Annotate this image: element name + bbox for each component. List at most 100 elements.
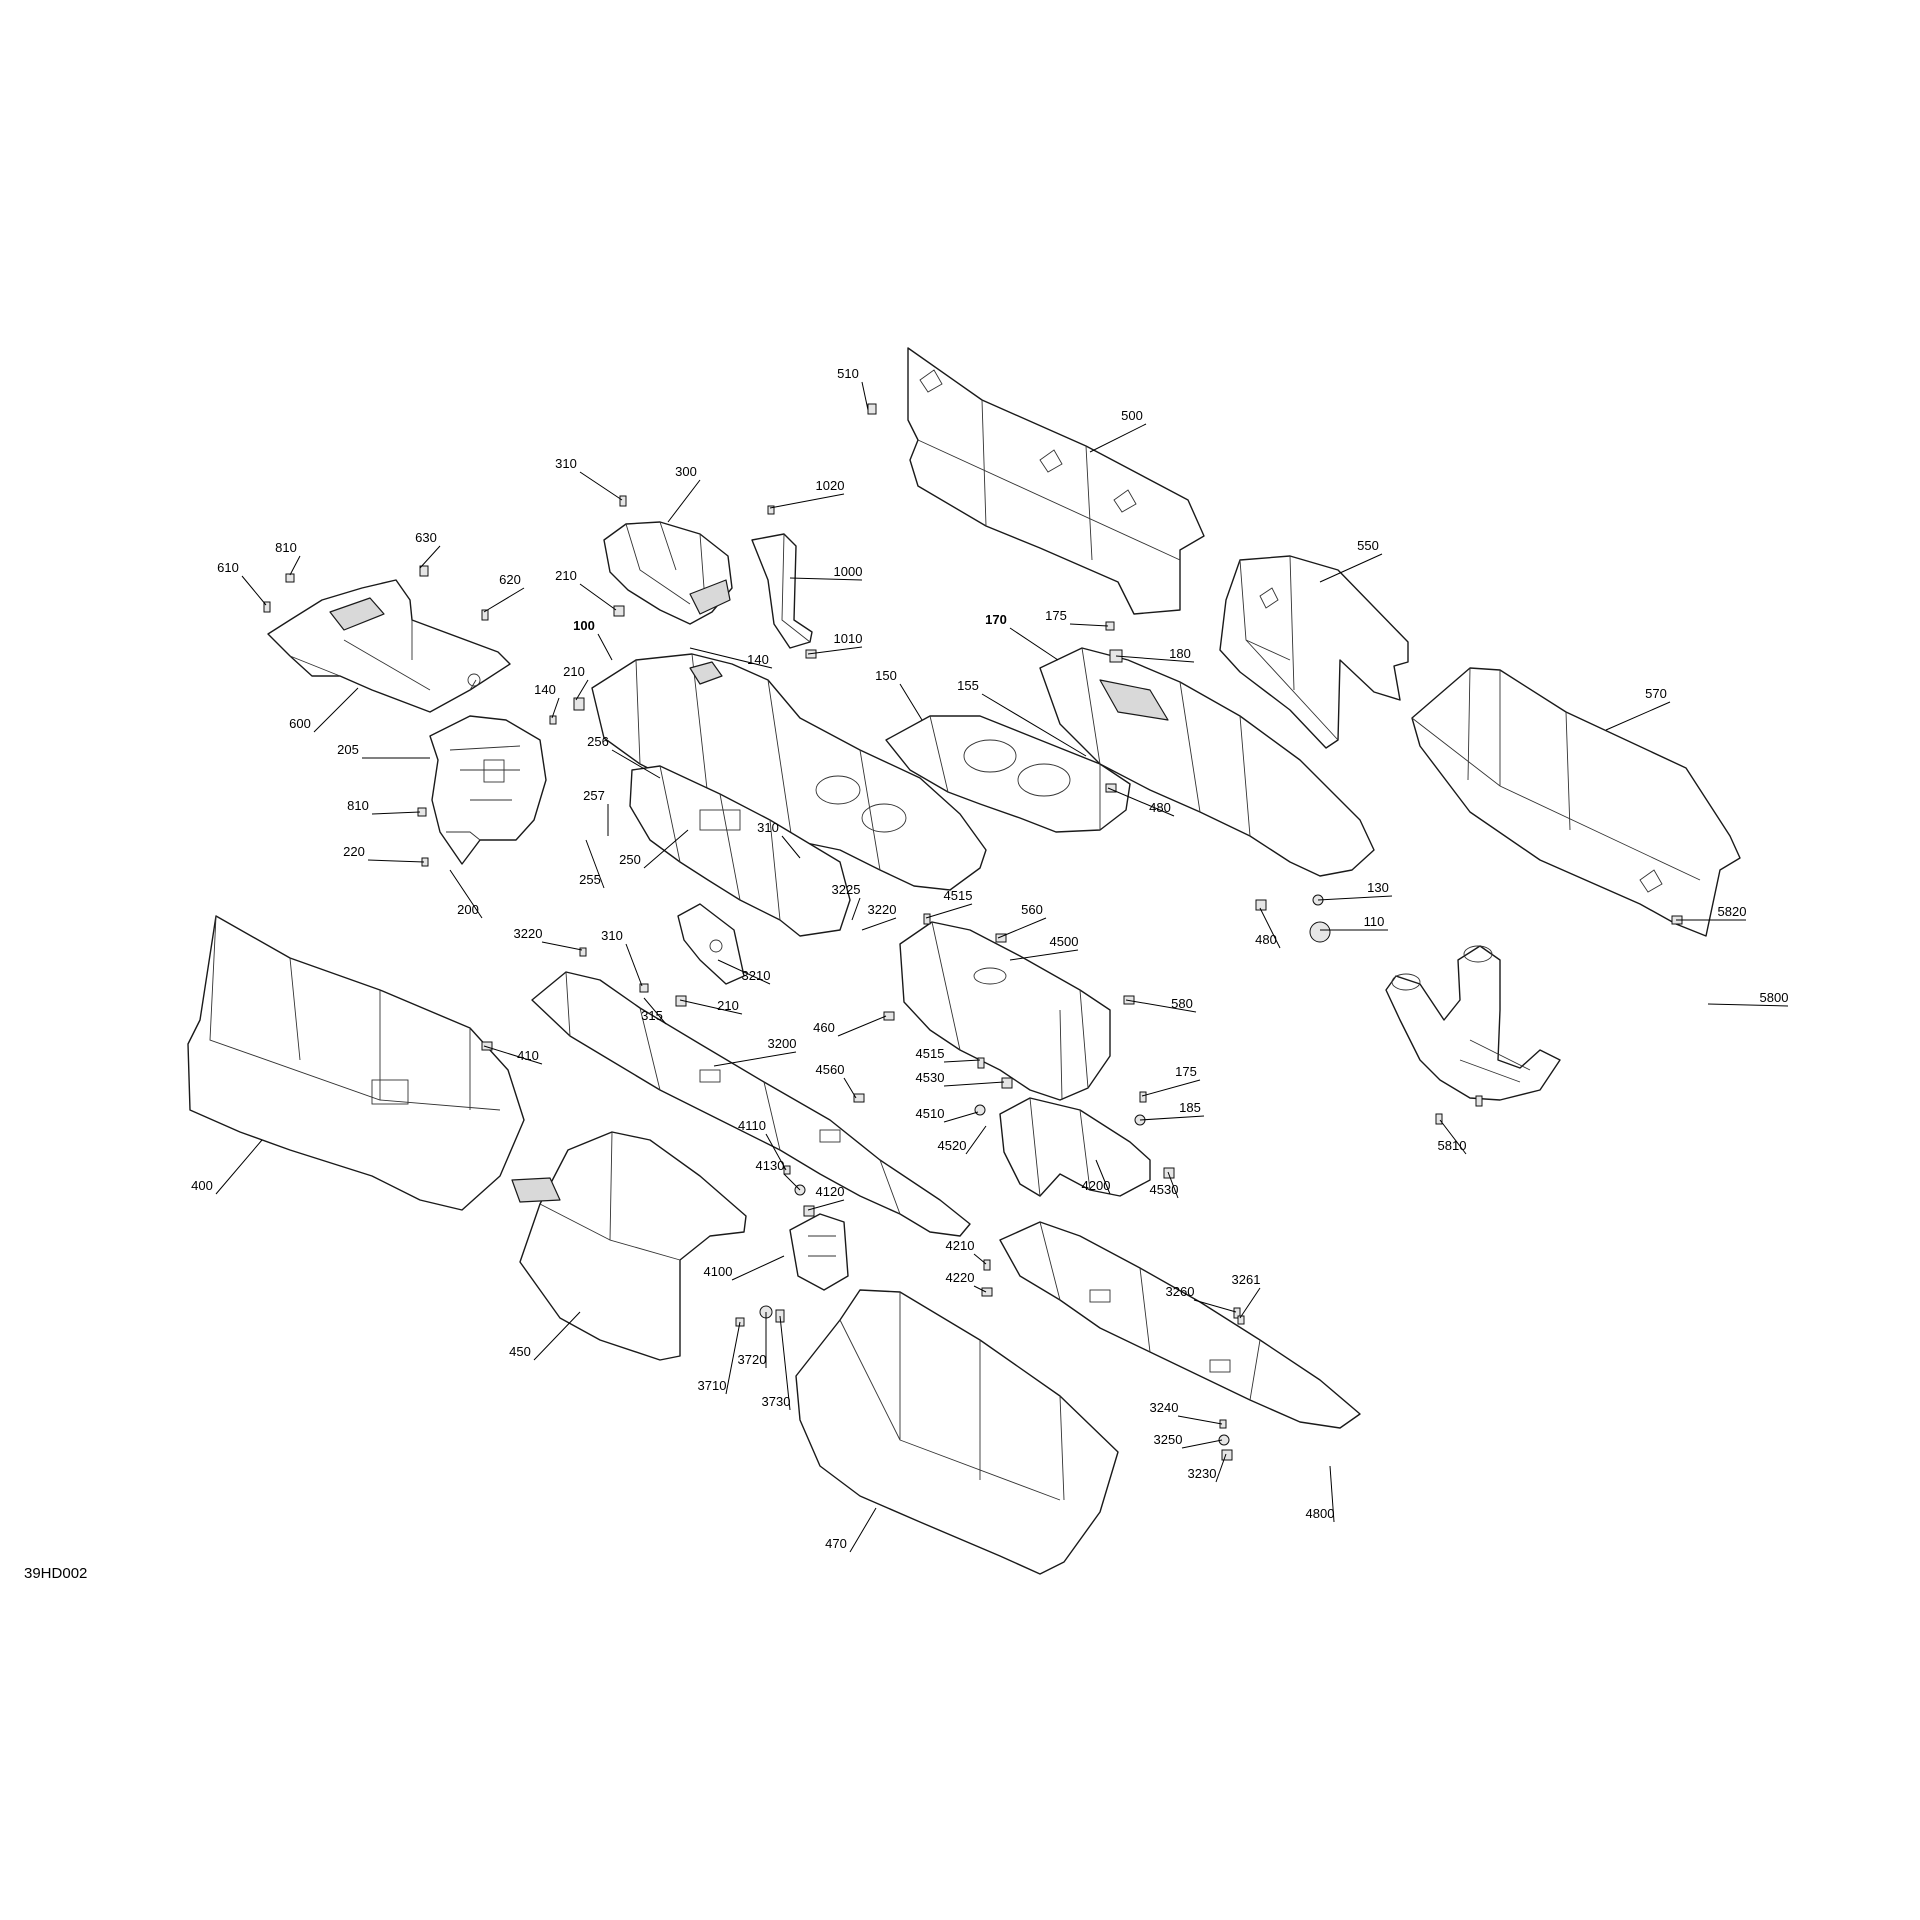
callout-4530: 4530 <box>1150 1171 1179 1199</box>
callout-1020: 1020 <box>769 478 844 509</box>
callout-label: 3225 <box>832 882 861 897</box>
callout-label: 140 <box>747 652 769 667</box>
callout-label: 480 <box>1149 800 1171 815</box>
callout-4515: 4515 <box>916 1046 981 1063</box>
leader-line <box>1215 1453 1227 1483</box>
callout-3710: 3710 <box>698 1321 741 1395</box>
callout-620: 620 <box>483 572 525 613</box>
callout-label: 4220 <box>946 1270 975 1285</box>
part-4100 <box>789 1213 849 1291</box>
callout-140: 140 <box>534 682 560 719</box>
callout-label: 410 <box>517 1048 539 1063</box>
leader-line <box>1181 1439 1223 1449</box>
bracket-200 <box>429 715 547 865</box>
callout-label: 310 <box>757 820 779 835</box>
panel-550 <box>1219 555 1409 749</box>
tray-600 <box>267 579 511 713</box>
callout-3730: 3730 <box>762 1315 791 1411</box>
callout-480: 480 <box>1107 787 1175 817</box>
callout-label: 205 <box>337 742 359 757</box>
callout-label: 4800 <box>1306 1506 1335 1521</box>
leader-line <box>1139 1115 1205 1121</box>
leader-line <box>419 545 441 569</box>
leader-line <box>367 859 425 863</box>
callout-label: 185 <box>1179 1100 1201 1115</box>
callout-4220: 4220 <box>946 1270 987 1293</box>
callout-label: 460 <box>813 1020 835 1035</box>
cupholder-150 <box>885 715 1131 833</box>
leader-line <box>1439 1119 1467 1155</box>
callout-4130: 4130 <box>756 1158 801 1191</box>
callout-450: 450 <box>509 1311 581 1361</box>
callout-4100: 4100 <box>704 1255 785 1281</box>
callout-label: 3710 <box>698 1378 727 1393</box>
callout-3720: 3720 <box>738 1312 767 1368</box>
leader-line <box>997 917 1047 939</box>
callout-140: 140 <box>689 647 773 669</box>
center-console-100 <box>591 653 987 891</box>
leader-line <box>1009 627 1059 661</box>
callout-label: 630 <box>415 530 437 545</box>
callout-4515: 4515 <box>925 888 973 919</box>
callout-label: 5810 <box>1438 1138 1467 1153</box>
callout-205: 205 <box>337 742 430 759</box>
callout-label: 4515 <box>944 888 973 903</box>
leader-line <box>579 583 617 611</box>
leader-line <box>533 1311 581 1361</box>
callout-label: 175 <box>1175 1064 1197 1079</box>
leader-line <box>313 687 359 733</box>
callout-label: 310 <box>601 928 623 943</box>
leader-line <box>449 869 483 919</box>
leader-line <box>483 587 525 613</box>
callout-4200: 4200 <box>1082 1159 1111 1195</box>
callout-label: 600 <box>289 716 311 731</box>
callout-label: 130 <box>1367 880 1389 895</box>
callout-label: 175 <box>1045 608 1067 623</box>
callout-label: 500 <box>1121 408 1143 423</box>
leader-line <box>851 897 861 921</box>
callout-label: 3720 <box>738 1352 767 1367</box>
callout-label: 400 <box>191 1178 213 1193</box>
leader-line <box>585 839 605 889</box>
leader-line <box>1089 423 1147 453</box>
callout-150: 150 <box>875 668 923 721</box>
callout-label: 150 <box>875 668 897 683</box>
callout-5820: 5820 <box>1676 904 1746 921</box>
callout-1010: 1010 <box>807 631 862 655</box>
callout-110: 110 <box>1320 914 1388 931</box>
callout-label: 110 <box>1364 914 1385 929</box>
callout-label: 4530 <box>916 1070 945 1085</box>
callout-label: 310 <box>555 456 577 471</box>
callout-300: 300 <box>667 464 701 523</box>
tunnel-4800 <box>999 1221 1361 1429</box>
callout-315: 315 <box>641 997 667 1025</box>
callout-label: 1000 <box>834 564 863 579</box>
bar-1000 <box>751 533 813 649</box>
callout-630: 630 <box>415 530 441 569</box>
callout-label: 580 <box>1171 996 1193 1011</box>
callout-3220: 3220 <box>861 902 896 931</box>
callout-3220: 3220 <box>514 926 583 951</box>
callout-570: 570 <box>1605 686 1671 731</box>
callout-250: 250 <box>619 829 689 869</box>
callout-label: 300 <box>675 464 697 479</box>
console-170 <box>1039 647 1375 877</box>
callout-label: 3240 <box>1150 1400 1179 1415</box>
callout-label: 4110 <box>738 1118 766 1133</box>
callout-label: 620 <box>499 572 521 587</box>
callout-label: 4515 <box>916 1046 945 1061</box>
figure-code: 39HD002 <box>24 1565 87 1582</box>
leader-line <box>837 1015 887 1037</box>
leader-line <box>765 1133 787 1171</box>
callout-label: 255 <box>579 872 601 887</box>
callout-label: 3200 <box>768 1036 797 1051</box>
leader-line <box>973 1285 987 1293</box>
callout-810: 810 <box>347 798 421 815</box>
leader-line <box>1115 655 1195 663</box>
callout-label: 4560 <box>816 1062 845 1077</box>
leader-line <box>597 633 613 661</box>
callout-label: 3730 <box>762 1394 791 1409</box>
callout-3250: 3250 <box>1154 1432 1223 1449</box>
callout-label: 100 <box>573 618 595 633</box>
